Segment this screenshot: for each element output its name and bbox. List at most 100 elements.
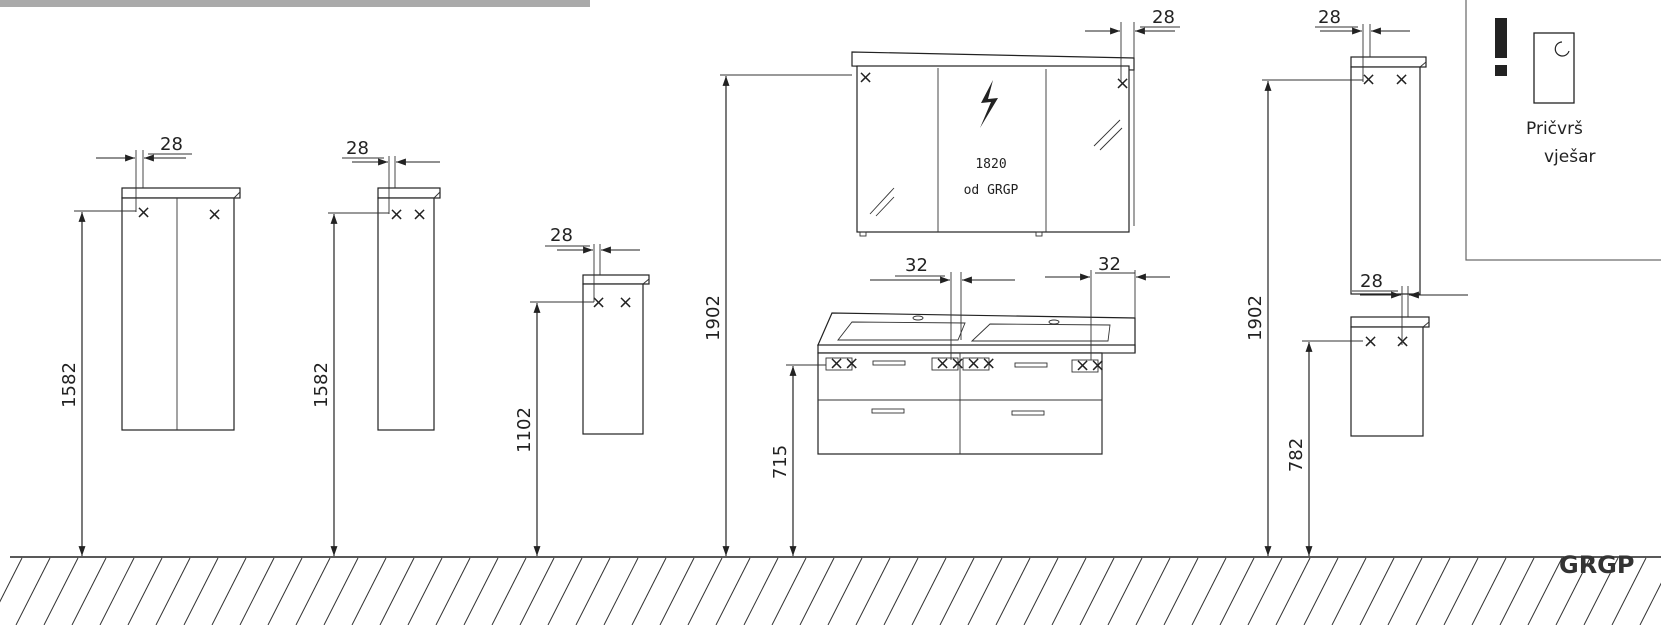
mount-mark: ×: [389, 204, 404, 225]
hatch-line: [1387, 557, 1423, 625]
dim-label-gap: 28: [1152, 7, 1175, 28]
hatch-line: [379, 557, 415, 625]
mount-mark: ×: [1363, 331, 1378, 352]
info-note-box: Pričvrš vješar: [1465, 0, 1661, 261]
mirror-ref-text: od GRGP: [964, 183, 1019, 198]
mount-mark: ××: [829, 353, 859, 374]
dim-height-mirror: 1902: [703, 74, 852, 556]
double-basin-vanity: ×× ×× ×× ××: [817, 312, 1136, 455]
dim-label-gap: 28: [346, 138, 369, 159]
hatch-line: [883, 557, 919, 625]
dim-height-upper: 1902: [1245, 79, 1363, 556]
hatch-line: [995, 557, 1031, 625]
hatch-line: [1499, 557, 1535, 625]
hatch-line: [575, 557, 611, 625]
hatch-line: [295, 557, 331, 625]
dim-label-gap-basin: 32: [905, 255, 928, 276]
hatch-line: [855, 557, 891, 625]
dim-gap-basin-left: 32: [870, 255, 1015, 360]
hatch-line: [1023, 557, 1059, 625]
hatch-line: [1611, 557, 1647, 625]
hatch-line: [939, 557, 975, 625]
hatch-line: [911, 557, 947, 625]
hatch-line: [127, 557, 163, 625]
hatch-line: [771, 557, 807, 625]
dim-label-height: 1102: [514, 407, 535, 453]
exclamation-icon: [1495, 18, 1507, 76]
hatch-line: [1303, 557, 1339, 625]
dim-height-1: 1582: [59, 210, 136, 556]
hatch-line: [1275, 557, 1311, 625]
mid-cabinet: × ×: [582, 274, 650, 435]
hatch-line: [0, 557, 23, 603]
hatch-line: [1247, 557, 1283, 625]
hatch-line: [1555, 557, 1591, 625]
upper-wall-cabinet: × ×: [1350, 56, 1427, 295]
hatch-line: [323, 557, 359, 625]
mirror-height-text: 1820: [975, 157, 1006, 172]
hatch-line: [743, 557, 779, 625]
hatch-line: [491, 557, 527, 625]
dim-label-height: 1902: [703, 295, 724, 341]
hatch-line: [99, 557, 135, 625]
hatch-line: [1191, 557, 1227, 625]
dim-label-height: 1582: [59, 362, 80, 408]
bracket-icon: [1533, 32, 1575, 104]
mount-mark: ×: [136, 202, 151, 223]
hatch-line: [715, 557, 751, 625]
dim-label-height: 1902: [1245, 295, 1266, 341]
dim-height-2: 1582: [311, 212, 389, 556]
dim-gap-mirror: 28: [1085, 7, 1180, 82]
dim-gap-2: 28: [342, 138, 440, 214]
hatch-line: [407, 557, 443, 625]
hatch-line: [1079, 557, 1115, 625]
mount-mark: ×: [591, 292, 606, 313]
hatch-line: [1527, 557, 1563, 625]
hatch-line: [827, 557, 863, 625]
hatch-line: [967, 557, 1003, 625]
dim-height-3: 1102: [514, 301, 594, 556]
hatch-line: [799, 557, 835, 625]
dim-label-gap-basin: 32: [1098, 254, 1121, 275]
hatch-line: [463, 557, 499, 625]
hatch-line: [43, 557, 79, 625]
mount-mark: ×: [412, 204, 427, 225]
floor-label: GRGP: [1559, 551, 1634, 579]
header-bar: [0, 0, 590, 7]
dim-gap-small: 28: [1352, 271, 1468, 345]
dim-gap-1: 28: [96, 134, 192, 212]
hatch-line: [603, 557, 639, 625]
dim-height-small: 782: [1286, 340, 1363, 556]
hatch-line: [267, 557, 303, 625]
dim-gap-basin-right: 32: [1045, 254, 1170, 360]
mount-mark: ×: [1395, 331, 1410, 352]
mirror-cabinet: × × 1820 od GRGP: [851, 51, 1135, 237]
dim-label-gap: 28: [550, 225, 573, 246]
mount-mark: ×: [858, 67, 873, 88]
hatch-line: [1471, 557, 1507, 625]
note-text-line2: vješar: [1544, 147, 1596, 167]
dim-label-height: 715: [770, 445, 791, 479]
hatch-line: [659, 557, 695, 625]
hatch-line: [15, 557, 51, 625]
hatch-line: [71, 557, 107, 625]
hatch-line: [183, 557, 219, 625]
hatch-line: [1163, 557, 1199, 625]
hatch-line: [435, 557, 471, 625]
hatch-line: [351, 557, 387, 625]
mount-mark: ×: [1115, 73, 1130, 94]
dim-gap-3: 28: [545, 225, 640, 302]
dim-height-basin: 715: [770, 364, 826, 556]
tall-cabinet-narrow: × ×: [377, 187, 441, 431]
dim-gap-upper: 28: [1315, 7, 1410, 82]
mount-mark: ××: [966, 353, 996, 374]
small-wall-cabinet: × ×: [1350, 316, 1430, 437]
tall-cabinet-double: × ×: [121, 187, 241, 431]
hatch-line: [1331, 557, 1367, 625]
hatch-line: [1583, 557, 1619, 625]
hatch-line: [1415, 557, 1451, 625]
hatch-line: [1639, 582, 1661, 625]
lightning-icon: [980, 80, 998, 128]
hatch-line: [1135, 557, 1171, 625]
hatch-line: [155, 557, 191, 625]
